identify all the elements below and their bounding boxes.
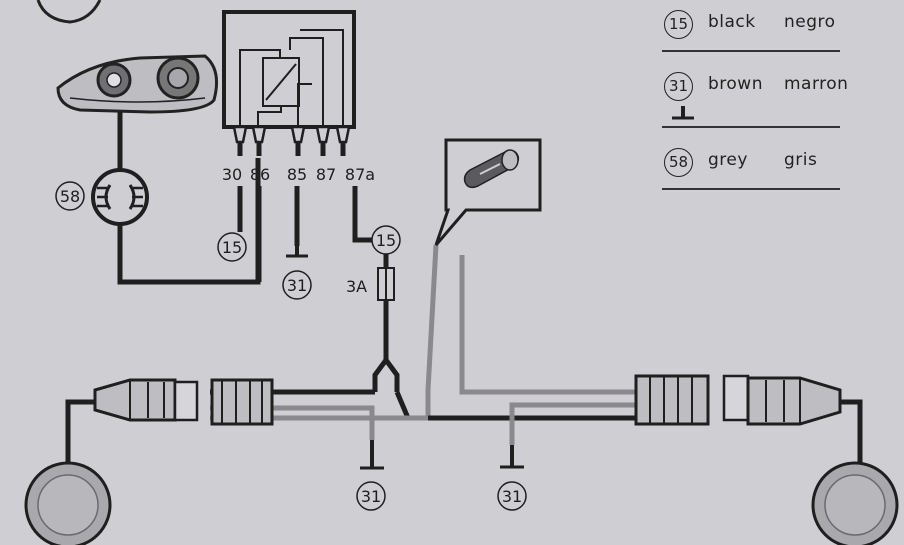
legend-item-15: 15 black negro bbox=[662, 4, 852, 52]
ground-symbol-right-icon bbox=[500, 445, 524, 469]
fog-lamp-left-icon bbox=[24, 461, 112, 545]
ground-label-left: 31 bbox=[356, 481, 386, 511]
legend-code: 15 bbox=[664, 10, 693, 39]
wire-label-15-right: 15 bbox=[371, 225, 401, 255]
switch-callout bbox=[434, 138, 542, 246]
legend-divider bbox=[662, 126, 840, 128]
high-beam-symbol-icon bbox=[91, 168, 149, 226]
headlamp-icon bbox=[56, 54, 218, 114]
relay-terminal-87a: 87a bbox=[345, 165, 375, 184]
relay-terminal-85: 85 bbox=[287, 165, 307, 184]
svg-text:31: 31 bbox=[361, 487, 381, 506]
relay-module bbox=[222, 10, 356, 129]
legend-code: 31 bbox=[664, 72, 693, 101]
connector-right-icon bbox=[634, 374, 842, 426]
wire-label-58: 58 bbox=[55, 181, 85, 211]
fuse-icon bbox=[377, 267, 395, 301]
legend-color-es: gris bbox=[784, 150, 818, 170]
relay-terminal-87: 87 bbox=[316, 165, 336, 184]
legend-color-en: grey bbox=[708, 150, 748, 170]
wire-label-15-left: 15 bbox=[217, 232, 247, 262]
fog-lamp-right-icon bbox=[811, 461, 899, 545]
svg-text:58: 58 bbox=[60, 187, 80, 206]
relay-terminal-30: 30 bbox=[222, 165, 242, 184]
legend-item-58: 58 grey gris bbox=[662, 142, 852, 190]
fuse-rating: 3A bbox=[346, 277, 367, 296]
legend-color-en: brown bbox=[708, 74, 763, 94]
legend-code: 58 bbox=[664, 148, 693, 177]
connector-left-icon bbox=[93, 378, 274, 426]
svg-text:15: 15 bbox=[376, 231, 396, 250]
svg-text:15: 15 bbox=[222, 238, 242, 257]
svg-text:31: 31 bbox=[287, 276, 307, 295]
legend-divider bbox=[662, 50, 840, 52]
legend-item-31: 31 brown marron bbox=[662, 66, 852, 130]
ground-symbol-left-icon bbox=[360, 440, 384, 470]
legend-divider bbox=[662, 188, 840, 190]
switch-icon bbox=[463, 149, 520, 189]
legend-color-es: negro bbox=[784, 12, 836, 32]
legend-ground-icon bbox=[672, 106, 694, 120]
legend-color-en: black bbox=[708, 12, 756, 32]
svg-text:31: 31 bbox=[502, 487, 522, 506]
ground-label-85: 31 bbox=[282, 270, 312, 300]
section-badge bbox=[36, 0, 102, 24]
relay-terminal-86: 86 bbox=[250, 165, 270, 184]
ground-symbol-icon bbox=[286, 246, 308, 258]
legend-color-es: marron bbox=[784, 74, 849, 94]
ground-label-right: 31 bbox=[497, 481, 527, 511]
